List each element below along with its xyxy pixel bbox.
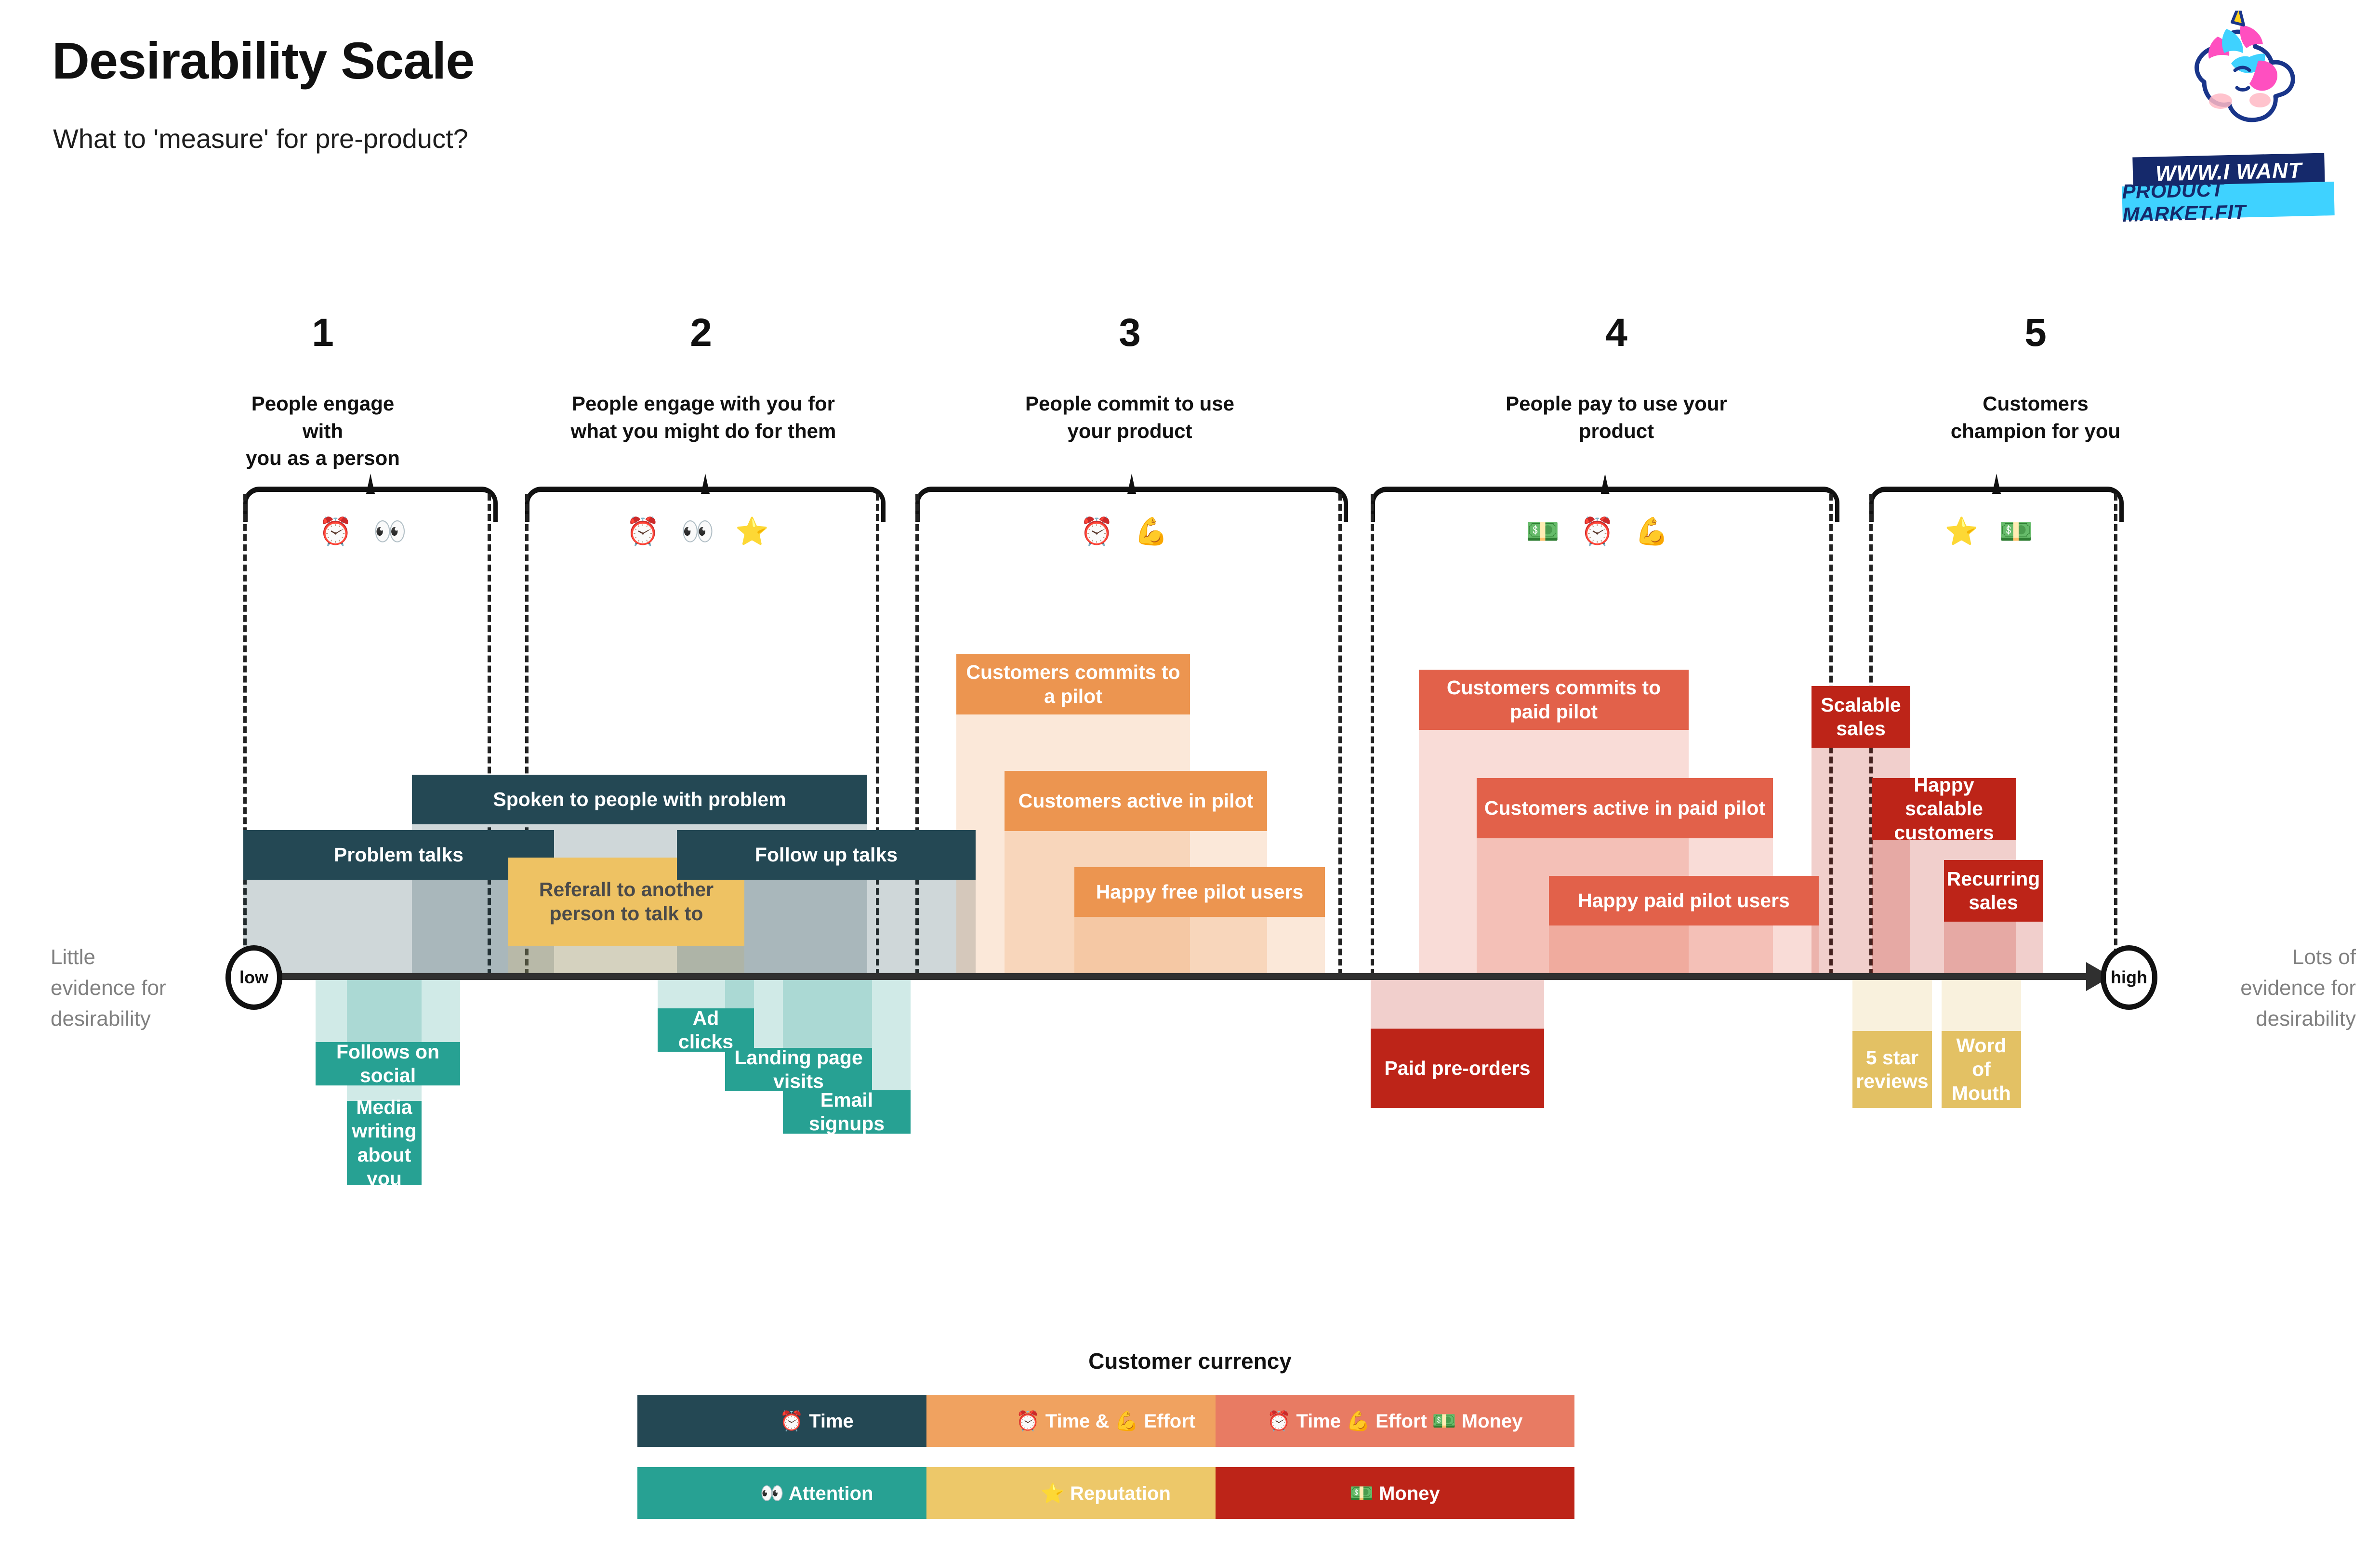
column-title-3: People commit to use your product — [952, 390, 1308, 445]
brand-logo: WWW.I WANT PRODUCT MARKET.FIT — [2122, 11, 2354, 226]
stage-divider-4-left — [1371, 494, 1374, 976]
stage-currency-icons-3: ⏰ 💪 — [1080, 516, 1175, 546]
column-number-2: 2 — [690, 311, 712, 355]
bar-label-word-of-mouth[interactable]: Word of Mouth — [1942, 1031, 2021, 1108]
column-title-3-line-1: People commit to use — [1025, 392, 1235, 415]
column-title-1-line-1: People engage with — [251, 392, 395, 442]
stage-divider-1-left — [243, 494, 247, 976]
bar-label-landing-page[interactable]: Landing page visits — [725, 1046, 872, 1092]
bracket-nub-icon — [366, 474, 375, 494]
bar-label-problem-talks[interactable]: Problem talks — [243, 830, 554, 880]
bar-label-follow-up-talks[interactable]: Follow up talks — [677, 830, 976, 880]
bar-label-spoken-to-people[interactable]: Spoken to people with problem — [412, 775, 867, 824]
bar-label-5-star-reviews[interactable]: 5 star reviews — [1852, 1031, 1932, 1108]
bar-label-paid-preorders[interactable]: Paid pre-orders — [1371, 1029, 1544, 1108]
column-title-1-line-2: you as a person — [246, 447, 400, 470]
column-title-4-line-1: People pay to use your — [1506, 392, 1727, 415]
bar-label-active-pilot[interactable]: Customers active in pilot — [1005, 771, 1267, 831]
page-title: Desirability Scale — [52, 31, 475, 90]
column-number-5: 5 — [2024, 311, 2047, 355]
axis-caption-left-line-2: evidence for — [51, 976, 166, 1000]
column-title-2: People engage with you for what you migh… — [520, 390, 886, 445]
bracket-nub-icon — [1992, 474, 2001, 494]
axis-caption-right-line-2: evidence for — [2240, 976, 2356, 1000]
column-title-5-line-1: Customers — [1983, 392, 2089, 415]
stage-divider-2-right — [876, 494, 879, 976]
column-title-2-line-1: People engage with you for — [571, 392, 835, 415]
axis-caption-right-line-1: Lots of — [2292, 945, 2356, 969]
bar-label-ad-clicks[interactable]: Ad clicks — [658, 1007, 754, 1053]
bar-label-scalable-sales[interactable]: Scalable sales — [1811, 686, 1910, 748]
stage-currency-icons-5: ⭐ 💵 — [1944, 516, 2040, 546]
stage-currency-icons-2: ⏰ 👀 ⭐ — [626, 516, 776, 546]
stage-divider-1-right — [488, 494, 491, 976]
axis-caption-right-line-3: desirability — [2256, 1006, 2356, 1031]
stage-currency-icons-4: 💵 ⏰ 💪 — [1526, 516, 1676, 546]
legend-title: Customer currency — [1088, 1348, 1292, 1374]
bar-label-recurring-sales[interactable]: Recurring sales — [1944, 860, 2043, 922]
column-title-2-line-2: what you might do for them — [570, 419, 836, 442]
bracket-nub-icon — [1127, 474, 1136, 494]
column-title-4-line-2: product — [1578, 419, 1654, 442]
column-title-3-line-2: your product — [1067, 419, 1192, 442]
axis-caption-left-line-3: desirability — [51, 1006, 151, 1031]
stage-divider-3-right — [1338, 494, 1342, 976]
bar-label-commits-paid-pilot[interactable]: Customers commits to paid pilot — [1419, 670, 1689, 730]
bar-label-email-signups[interactable]: Email signups — [783, 1089, 911, 1135]
logo-line-2: PRODUCT MARKET.FIT — [2121, 178, 2247, 226]
column-title-5: Customers champion for you — [1893, 390, 2178, 445]
axis-line — [251, 973, 2120, 980]
bar-label-follows-social[interactable]: Follows on social — [316, 1041, 460, 1086]
column-title-4: People pay to use your product — [1438, 390, 1795, 445]
bracket-nub-icon — [701, 474, 710, 494]
logo-band-bottom: PRODUCT MARKET.FIT — [2122, 178, 2335, 226]
bar-label-media-writing[interactable]: Media writing about you — [347, 1096, 422, 1190]
bar-label-happy-paid-pilot[interactable]: Happy paid pilot users — [1549, 876, 1819, 925]
column-number-1: 1 — [312, 311, 334, 355]
axis-caption-left-line-1: Little — [51, 945, 95, 969]
bar-label-happy-scalable[interactable]: Happy scalable customers — [1872, 774, 2016, 844]
column-number-4: 4 — [1605, 311, 1627, 355]
stage-divider-2-left — [525, 494, 529, 976]
stage-divider-5-right — [2114, 494, 2117, 976]
page-subtitle: What to 'measure' for pre-product? — [53, 123, 468, 154]
bracket-nub-icon — [1600, 474, 1610, 494]
axis-caption-left: Little evidence for desirability — [51, 942, 219, 1034]
column-title-5-line-2: champion for you — [1950, 419, 2121, 442]
bar-label-commits-pilot[interactable]: Customers commits to a pilot — [956, 654, 1190, 714]
axis-high-endpoint: high — [2101, 945, 2157, 1010]
column-number-3: 3 — [1119, 311, 1141, 355]
stage-divider-3-left — [915, 494, 919, 976]
axis-low-endpoint: low — [225, 945, 282, 1010]
axis-caption-right: Lots of evidence for desirability — [2182, 942, 2356, 1034]
bar-label-active-paid-pilot[interactable]: Customers active in paid pilot — [1477, 778, 1773, 838]
unicorn-icon — [2195, 11, 2295, 122]
legend-item-money[interactable]: 💵 Money — [1215, 1467, 1574, 1519]
stage-currency-icons-1: ⏰ 👀 — [318, 516, 414, 546]
column-title-1: People engage with you as a person — [231, 390, 414, 472]
bar-label-happy-free-pilot[interactable]: Happy free pilot users — [1074, 867, 1325, 917]
legend-item-time-effort-money[interactable]: ⏰ Time 💪 Effort 💵 Money — [1215, 1395, 1574, 1447]
